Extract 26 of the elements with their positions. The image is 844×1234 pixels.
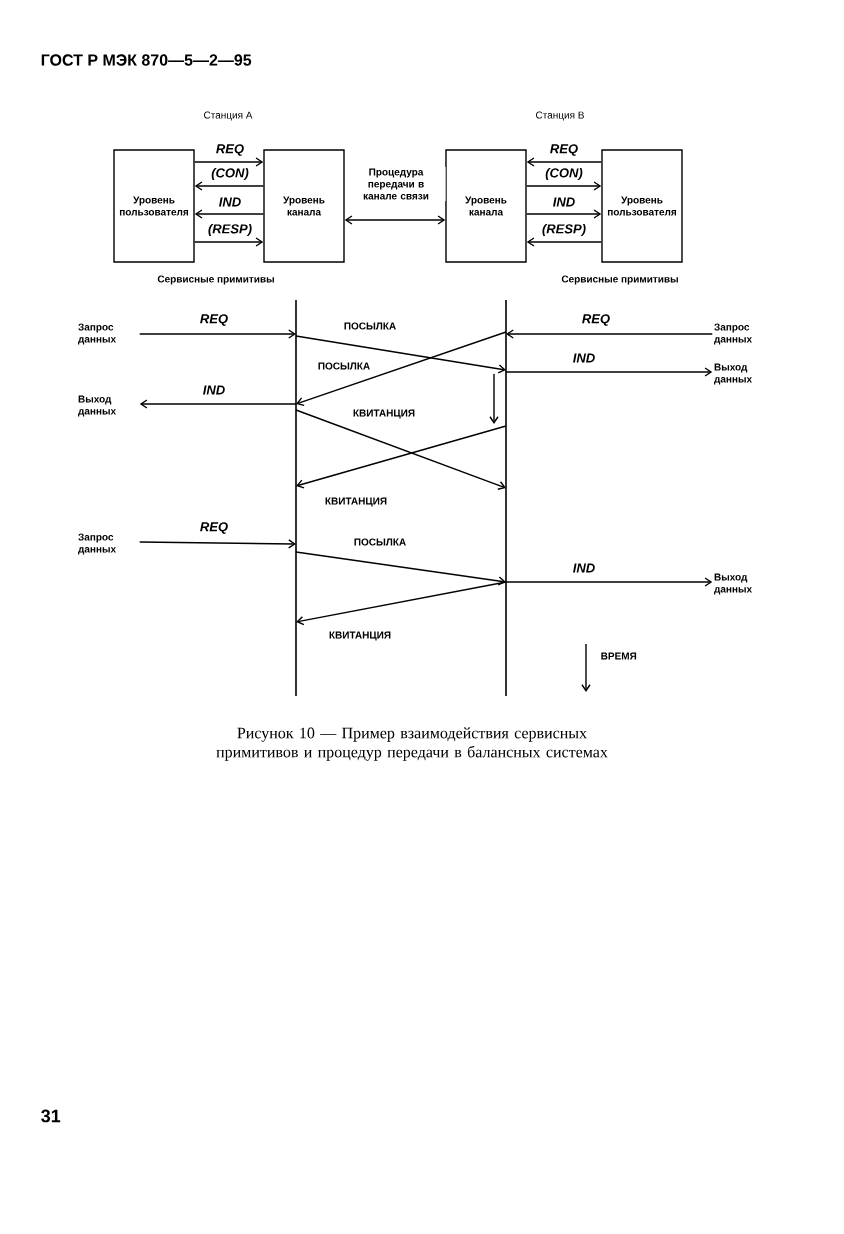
arrow (139, 399, 297, 409)
caption: Рисунок 10 — Пример взаимодействия сервисных примитивов и процедур передачи в балансных системах (216, 727, 608, 761)
page-number: 31 (41, 1109, 61, 1123)
arrow (194, 209, 264, 219)
arrow (526, 237, 602, 247)
arrow (526, 157, 602, 167)
arrow (295, 409, 506, 490)
arrow (506, 329, 713, 339)
arrow (505, 577, 713, 587)
arrow (296, 331, 507, 407)
arrow (194, 157, 264, 167)
lifeline (295, 300, 297, 696)
arrow (296, 425, 507, 489)
arrow (194, 237, 264, 247)
page-header: ГОСТ Р МЭК 870—5—2—95 (41, 54, 252, 66)
arrow (296, 581, 507, 626)
arrow (139, 539, 296, 549)
arrow (526, 181, 602, 191)
arrow (295, 551, 506, 586)
arrow (194, 181, 264, 191)
arrow (139, 329, 296, 339)
arrow (295, 335, 506, 374)
lifeline (505, 300, 507, 696)
arrow (505, 367, 713, 377)
arrow (526, 209, 602, 219)
arrow (344, 215, 446, 225)
